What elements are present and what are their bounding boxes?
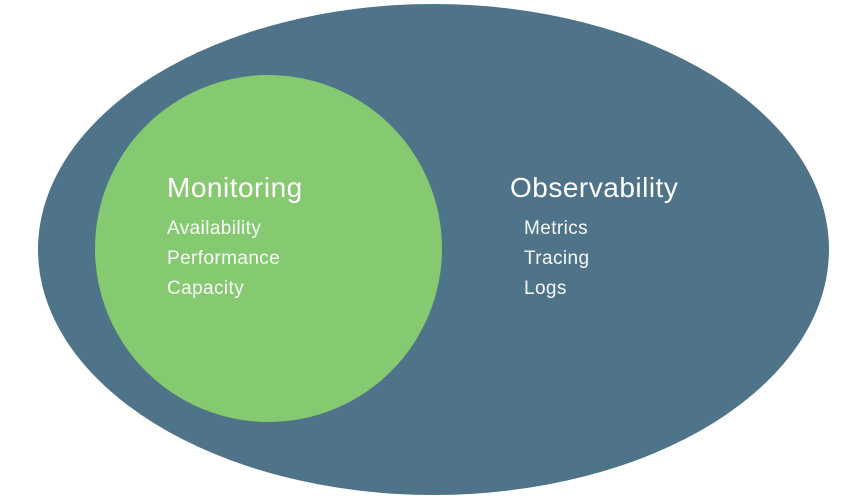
observability-items: Metrics Tracing Logs bbox=[524, 214, 678, 304]
observability-item-logs: Logs bbox=[524, 278, 567, 299]
monitoring-item-availability: Availability bbox=[167, 218, 262, 239]
monitoring-items: Availability Performance Capacity bbox=[167, 214, 303, 304]
observability-item-tracing: Tracing bbox=[524, 248, 590, 269]
monitoring-item-performance: Performance bbox=[167, 248, 281, 269]
monitoring-item-capacity: Capacity bbox=[167, 278, 245, 299]
observability-title: Observability bbox=[510, 172, 679, 203]
monitoring-circle bbox=[95, 75, 442, 422]
monitoring-label-block: Monitoring Availability Performance Capa… bbox=[167, 172, 303, 304]
monitoring-title: Monitoring bbox=[167, 172, 303, 203]
observability-label-block: Observability Metrics Tracing Logs bbox=[510, 172, 678, 304]
observability-item-metrics: Metrics bbox=[524, 218, 589, 239]
